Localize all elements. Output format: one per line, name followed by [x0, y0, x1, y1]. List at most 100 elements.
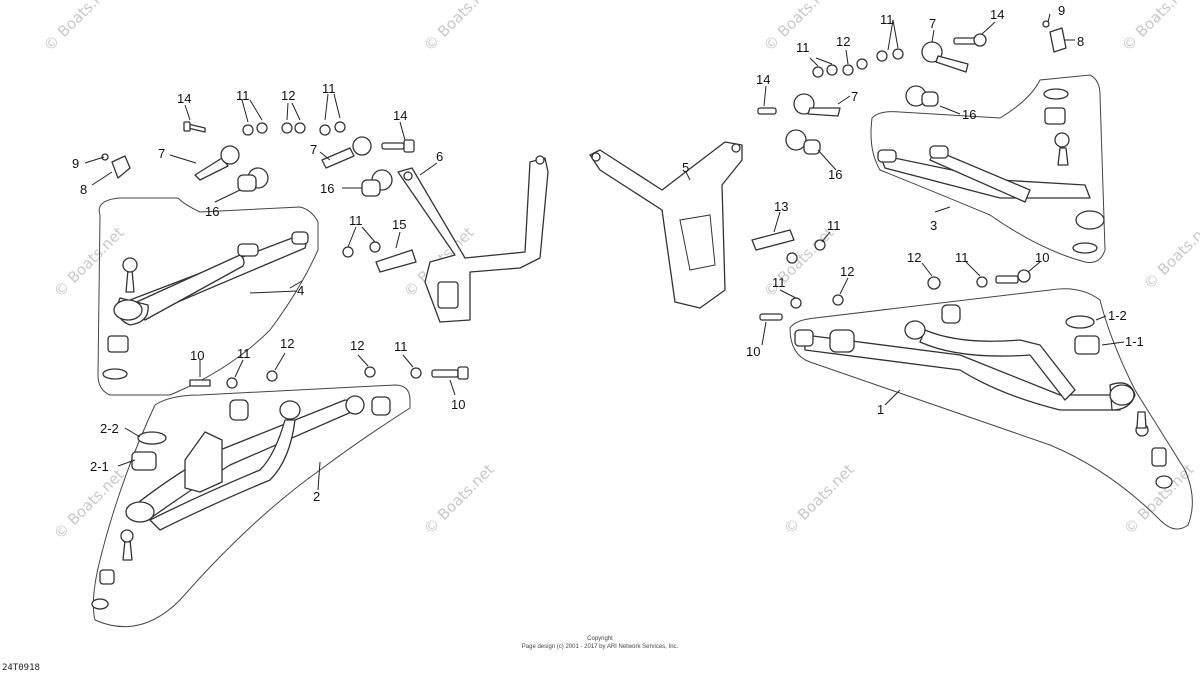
callout-1: 1 [877, 402, 884, 417]
bolt [757, 107, 777, 115]
bushing [291, 231, 309, 245]
nut [973, 33, 987, 47]
ball-stud [1057, 147, 1069, 166]
bracket-hole [403, 171, 413, 181]
lower-arm-left-group [91, 384, 411, 628]
group-outline-2 [92, 384, 411, 628]
nut [266, 370, 278, 382]
screw [101, 153, 109, 161]
callout-5: 5 [682, 160, 689, 175]
ball-stud [1136, 411, 1147, 429]
washer [319, 124, 331, 136]
dust-boot [1151, 447, 1167, 467]
callout-11: 11 [827, 218, 841, 233]
circlip [102, 368, 128, 380]
washer [814, 239, 826, 251]
bushing [829, 329, 855, 353]
bushing [279, 400, 301, 420]
dust-boot [107, 335, 129, 353]
bracket-5 [589, 141, 743, 309]
bushing [904, 320, 926, 340]
lower-arm-tube [919, 329, 1076, 401]
circlip [1065, 315, 1095, 329]
watermark: © Boats.net [1140, 215, 1200, 293]
rod-end [807, 107, 841, 117]
ball-stud [122, 539, 133, 561]
bracket-hole [591, 152, 601, 162]
callout-1-1: 1-1 [1125, 334, 1144, 349]
bushing [345, 395, 365, 415]
bushing [941, 304, 961, 324]
callout-3: 3 [930, 218, 937, 233]
ball-joint-boot [1109, 384, 1135, 406]
callout-11: 11 [322, 81, 336, 96]
nut [832, 294, 844, 306]
bushing [237, 243, 259, 257]
bushing [929, 145, 949, 159]
group-outline-3 [870, 74, 1106, 263]
washer [256, 122, 268, 134]
bolt [189, 379, 211, 387]
callout-12: 12 [281, 88, 295, 103]
bushing [794, 329, 814, 347]
callout-11: 11 [955, 250, 969, 265]
rod-end-eye [352, 136, 372, 156]
callout-10: 10 [451, 397, 465, 412]
callout-11: 11 [237, 346, 251, 361]
washer [786, 252, 798, 264]
dust-boot [131, 451, 157, 471]
washer [976, 276, 988, 288]
callout-6: 6 [436, 149, 443, 164]
rod-end-socket-body [237, 174, 257, 192]
bracket-slot [437, 281, 459, 309]
nut [856, 58, 868, 70]
lower-arm-tube [804, 334, 1121, 411]
callout-2-2: 2-2 [100, 421, 119, 436]
bracket-slot [679, 214, 716, 271]
watermark: © Boats.net [780, 460, 858, 538]
callout-11: 11 [394, 339, 408, 354]
callout-11: 11 [236, 88, 250, 103]
callout-4: 4 [297, 283, 304, 298]
ball-stud [125, 269, 135, 293]
bolt [953, 37, 977, 45]
callout-12: 12 [836, 34, 850, 49]
rod-end [321, 147, 355, 169]
callout-9: 9 [1058, 3, 1065, 18]
rod-end [935, 55, 969, 73]
nut [364, 366, 376, 378]
dust-boot [99, 569, 115, 585]
dust-boot [1044, 107, 1066, 125]
diagram-code: 24T0918 [2, 663, 40, 673]
callout-9: 9 [72, 156, 79, 171]
nut [842, 64, 854, 76]
ball-stud-head [122, 257, 138, 273]
group-outline-4 [97, 197, 319, 396]
callout-16: 16 [828, 167, 842, 182]
washer [790, 297, 802, 309]
callout-7: 7 [310, 142, 317, 157]
rod-end-socket-body [361, 179, 381, 197]
callout-14: 14 [177, 91, 191, 106]
rod-end-eye [220, 145, 240, 165]
callout-12: 12 [280, 336, 294, 351]
bolt-head [403, 139, 415, 153]
ball-joint-boot [1075, 210, 1105, 230]
shock-mount-bracket [184, 431, 223, 493]
plate [751, 229, 795, 251]
watermark: © Boats.net [420, 0, 498, 55]
washer [242, 124, 254, 136]
mounting-bracket-right [589, 141, 743, 309]
mounting-bracket-left [397, 157, 549, 323]
callout-16: 16 [962, 107, 976, 122]
ball-joint-boot [113, 299, 143, 321]
bolt-head [183, 121, 191, 132]
copyright-notice: Page design (c) 2001 - 2017 by ARI Netwo… [522, 644, 679, 650]
callout-16: 16 [320, 181, 334, 196]
bolt [995, 275, 1019, 284]
lower-arm-right-group [789, 288, 1193, 530]
callout-2-1: 2-1 [90, 459, 109, 474]
callout-14: 14 [393, 108, 407, 123]
washer [226, 377, 238, 389]
